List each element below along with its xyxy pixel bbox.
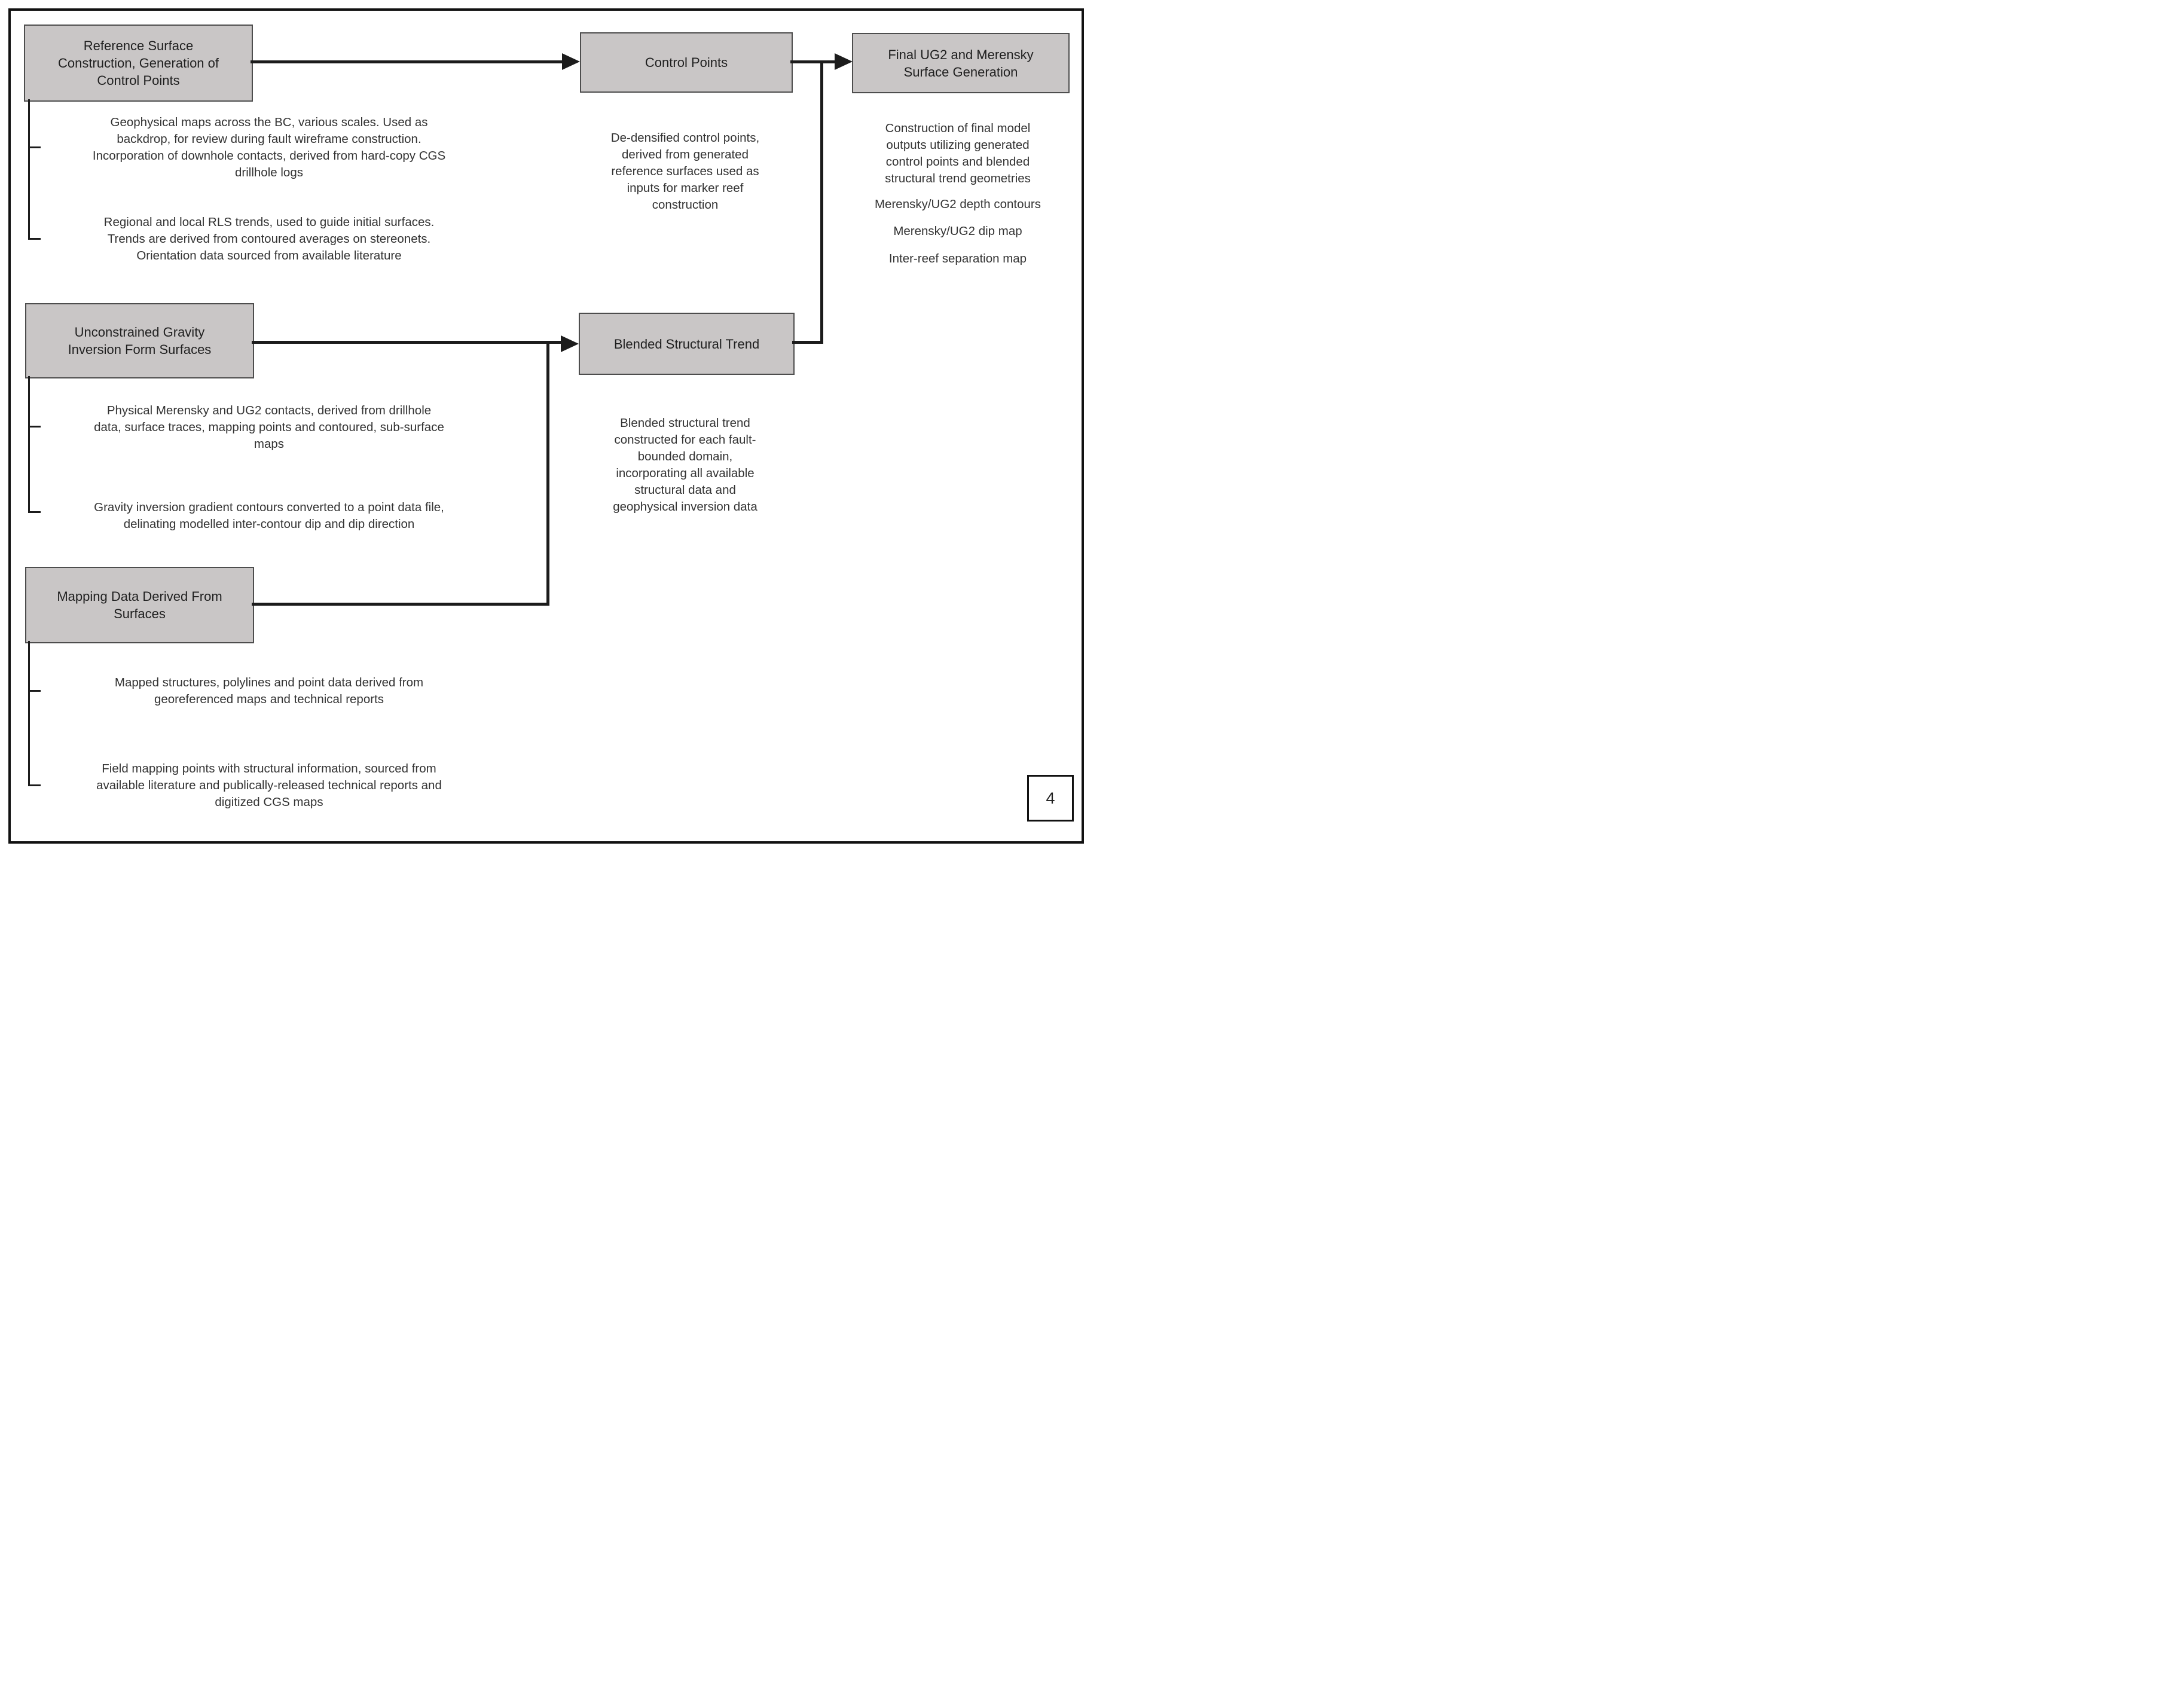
dropline-reference-surface bbox=[28, 99, 30, 240]
riser-mapping-to-blended bbox=[546, 341, 549, 606]
box-final-surface: Final UG2 and Merensky Surface Generatio… bbox=[852, 33, 1070, 93]
box-gravity-inversion: Unconstrained Gravity Inversion Form Sur… bbox=[25, 303, 254, 378]
page-number-box: 4 bbox=[1027, 775, 1074, 822]
tick-gravity-contours bbox=[28, 511, 41, 513]
tick-mapped-structures bbox=[28, 690, 41, 692]
tick-field-mapping bbox=[28, 784, 41, 786]
note-dedensified-points: De-densified control points, derived fro… bbox=[610, 131, 760, 212]
connector-mapping-right-exit bbox=[252, 603, 549, 606]
arrowhead-into-control-points bbox=[562, 53, 580, 70]
box-blended-trend: Blended Structural Trend bbox=[579, 313, 795, 375]
tick-rls-trends bbox=[28, 238, 41, 240]
arrowhead-into-blended-trend bbox=[561, 335, 579, 352]
box-reference-surface: Reference Surface Construction, Generati… bbox=[24, 25, 253, 102]
flowchart-slide: Reference Surface Construction, Generati… bbox=[0, 0, 1092, 852]
connector-blended-right-exit bbox=[792, 341, 823, 344]
note-rls-trends: Regional and local RLS trends, used to g… bbox=[103, 215, 435, 262]
arrowhead-into-final-surface bbox=[835, 53, 853, 70]
note-blended-description: Blended structural trend constructed for… bbox=[613, 416, 757, 514]
note-depth-contours: Merensky/UG2 depth contours bbox=[874, 197, 1041, 211]
note-dip-map: Merensky/UG2 dip map bbox=[893, 224, 1022, 238]
connector-reference-to-controlpoints bbox=[251, 60, 563, 63]
note-physical-contacts: Physical Merensky and UG2 contacts, deri… bbox=[94, 404, 444, 451]
dropline-gravity-inversion bbox=[28, 376, 30, 513]
riser-blended-to-final bbox=[820, 60, 823, 344]
slide-border bbox=[8, 8, 1084, 844]
note-geophysical-maps: Geophysical maps across the BC, various … bbox=[92, 115, 446, 179]
note-field-mapping: Field mapping points with structural inf… bbox=[96, 762, 442, 809]
note-gravity-contours: Gravity inversion gradient contours conv… bbox=[94, 500, 444, 531]
page-number: 4 bbox=[1046, 789, 1055, 807]
box-mapping-data: Mapping Data Derived From Surfaces bbox=[25, 567, 254, 643]
note-final-outputs: Construction of final model outputs util… bbox=[885, 121, 1031, 185]
note-mapped-structures: Mapped structures, polylines and point d… bbox=[114, 676, 424, 706]
connector-controlpoints-to-final bbox=[790, 60, 836, 63]
dropline-mapping-data bbox=[28, 641, 30, 786]
tick-geophysical-maps bbox=[28, 146, 41, 148]
tick-physical-contacts bbox=[28, 426, 41, 427]
connector-gravity-to-blended bbox=[252, 341, 561, 344]
note-separation-map: Inter-reef separation map bbox=[888, 252, 1027, 265]
box-control-points: Control Points bbox=[580, 32, 793, 93]
